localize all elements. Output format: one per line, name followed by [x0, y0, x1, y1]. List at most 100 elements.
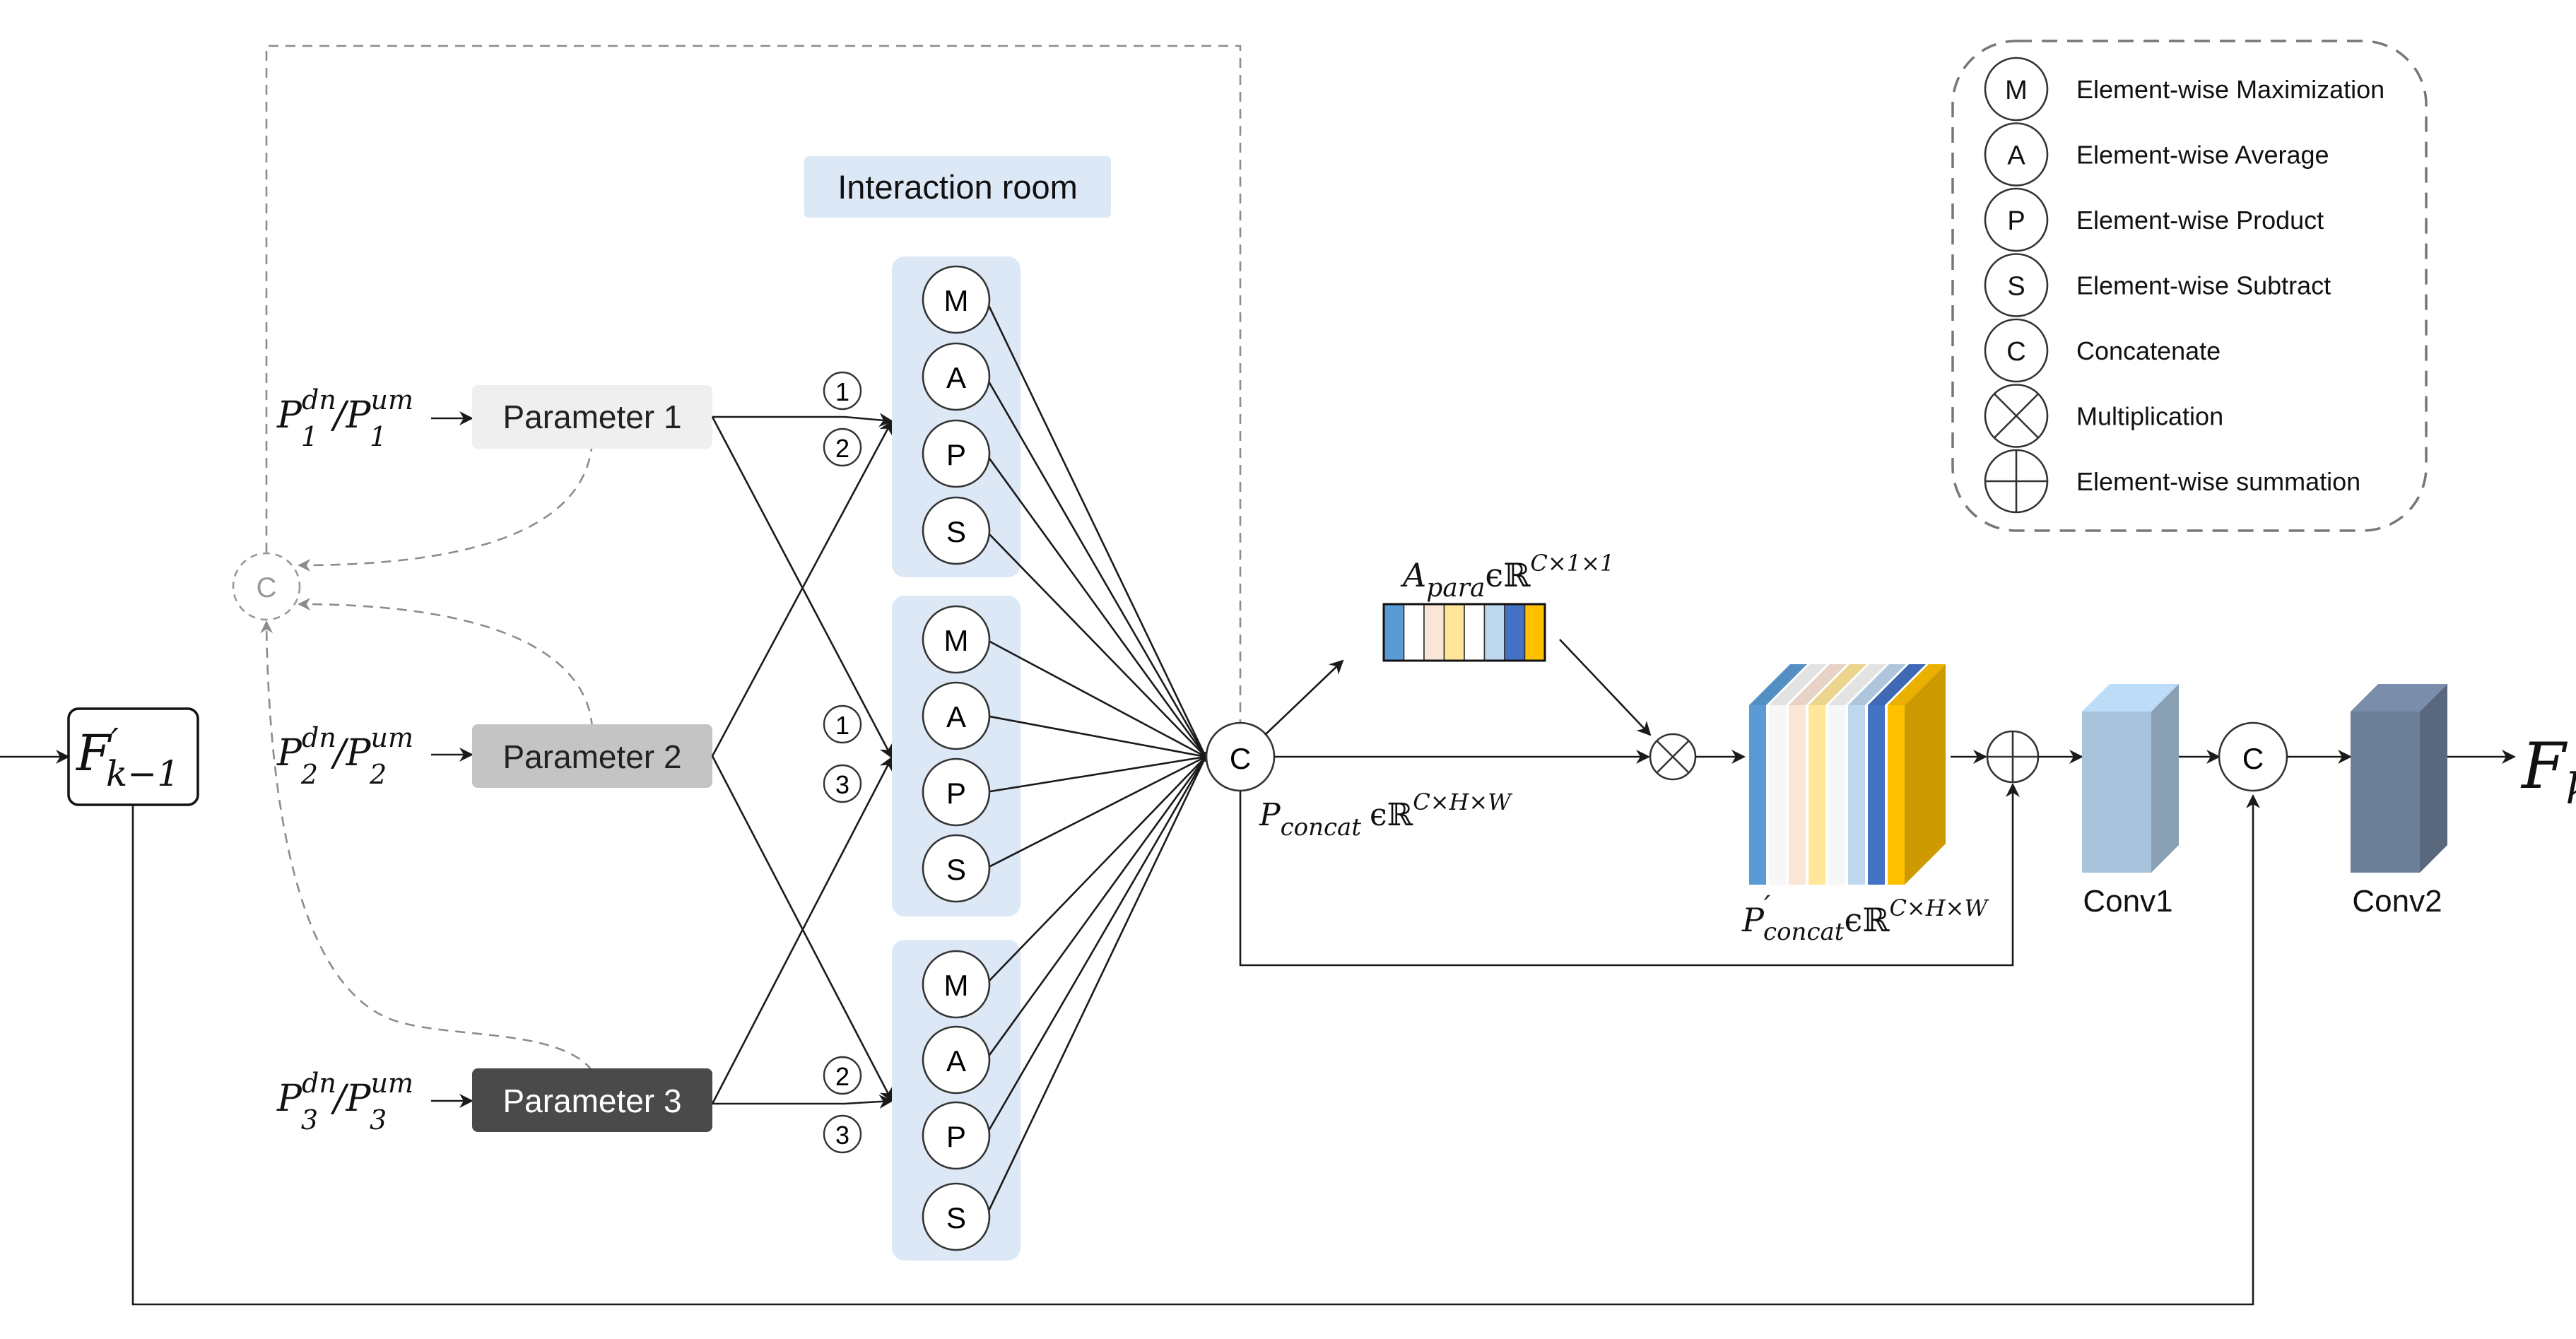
avg-op	[922, 681, 991, 750]
parameter-3-label: Parameter 3	[502, 1083, 681, 1119]
avg-op-label: A	[946, 361, 966, 394]
weighted-slab	[1868, 705, 1885, 885]
legend-item: A Element-wise Average	[1984, 122, 2329, 187]
parameter-1-label: Parameter 1	[502, 399, 681, 435]
weighted-slab-top	[1789, 664, 1847, 705]
pair-number-circle	[823, 427, 862, 467]
legend-symbol: C	[2006, 337, 2025, 367]
feedback-param1	[298, 441, 594, 572]
legend-label: Element-wise Average	[2076, 141, 2329, 170]
weighted-slab-top	[1828, 664, 1886, 705]
legend-item: Multiplication	[1984, 384, 2223, 448]
legend-symbol: S	[2007, 272, 2025, 302]
legend-label: Element-wise Product	[2076, 206, 2324, 235]
conv1-block-top	[2082, 684, 2179, 712]
input-feature-label: F′k−1	[75, 721, 180, 794]
input-feature: F′k−1	[0, 707, 2260, 1306]
parameter-2-box	[472, 724, 712, 788]
interaction-room-title: Interaction room	[837, 168, 1078, 206]
max-op	[922, 265, 991, 334]
parameter-2-label: Parameter 2	[502, 738, 681, 775]
p1-to-group1	[712, 413, 893, 427]
weighted-slab-top	[1809, 664, 1866, 705]
conv1-label: Conv1	[2083, 884, 2172, 919]
legend-op-icon	[1984, 318, 2049, 383]
concat-to-attention	[1264, 659, 1344, 736]
subtract-op-label: S	[946, 1201, 966, 1234]
final-concat-op-label: C	[2242, 742, 2264, 775]
pair-number: 1	[835, 711, 849, 740]
pair-number-circle	[823, 704, 862, 744]
legend-symbol: P	[2007, 206, 2025, 236]
weighted-slab	[1809, 705, 1825, 885]
pair-number: 1	[835, 377, 849, 406]
a-para-label: AparaϵℝC×1×1	[1400, 550, 1614, 603]
pair-number-circle	[823, 764, 862, 803]
conv2-block-top	[2351, 684, 2447, 712]
max-op-label: M	[944, 969, 969, 1002]
output-stage: Conv1 C Conv2 Fk	[1951, 684, 2576, 919]
attention-vector-frame	[1382, 603, 1546, 662]
attention-cell	[1443, 603, 1465, 661]
feedback-to-concat	[265, 45, 1247, 767]
conv2-block	[2351, 712, 2420, 873]
product-op	[922, 419, 991, 488]
interaction-room-banner	[804, 156, 1111, 218]
weighted-slab-side	[1905, 664, 1946, 885]
feedback-paths: C	[232, 45, 1247, 1071]
feedback-param2	[298, 598, 594, 729]
avg-op-label: A	[946, 700, 966, 733]
attention-cell	[1423, 603, 1445, 661]
legend-op-icon	[1984, 122, 2049, 187]
avg-op	[922, 342, 991, 411]
weighted-slab-top	[1749, 664, 1807, 705]
product-op-label: P	[946, 1120, 966, 1153]
max-op	[922, 950, 991, 1019]
p3-to-group2	[711, 756, 893, 1104]
input-skip-path	[131, 794, 2260, 1306]
interaction-room: Interaction room	[804, 156, 1111, 1261]
legend-label: Element-wise Maximization	[2076, 75, 2384, 104]
attention-cell	[1383, 603, 1405, 661]
weighted-slab-top	[1769, 664, 1827, 705]
pair-number: 2	[835, 1062, 849, 1091]
op-group-1	[892, 256, 1021, 577]
weighted-slab	[1848, 705, 1865, 885]
max-op	[922, 605, 991, 674]
p3-to-group3	[712, 1095, 893, 1109]
max-op-label: M	[944, 624, 969, 657]
legend-item: Element-wise summation	[1984, 449, 2360, 514]
pair-number-circle	[823, 371, 862, 411]
weighted-slab-top	[1868, 664, 1926, 705]
subtract-op-label: S	[946, 853, 966, 886]
attention-cell	[1524, 603, 1546, 661]
legend-item: P Element-wise Product	[1984, 187, 2324, 252]
attention-vector	[1383, 603, 1546, 661]
concat-op-label: C	[1230, 742, 1251, 775]
op-group-3	[892, 940, 1021, 1261]
legend-symbol: A	[2007, 141, 2025, 171]
pair-numbers: 1 2 1 3 2 3	[823, 371, 862, 1154]
weighted-slab	[1749, 705, 1766, 885]
p2-to-group1	[711, 420, 893, 757]
product-op	[922, 757, 991, 827]
legend-op-icon	[1984, 57, 2049, 122]
subtract-op-label: S	[946, 515, 966, 548]
product-op-label: P	[946, 777, 966, 810]
pair-number-circle	[823, 1114, 862, 1154]
conv2-block-side	[2420, 684, 2447, 873]
pair-number: 2	[835, 434, 849, 463]
product-op-label: P	[946, 438, 966, 471]
attention-to-multiply	[1559, 639, 1652, 736]
weighted-slab	[1828, 705, 1845, 885]
